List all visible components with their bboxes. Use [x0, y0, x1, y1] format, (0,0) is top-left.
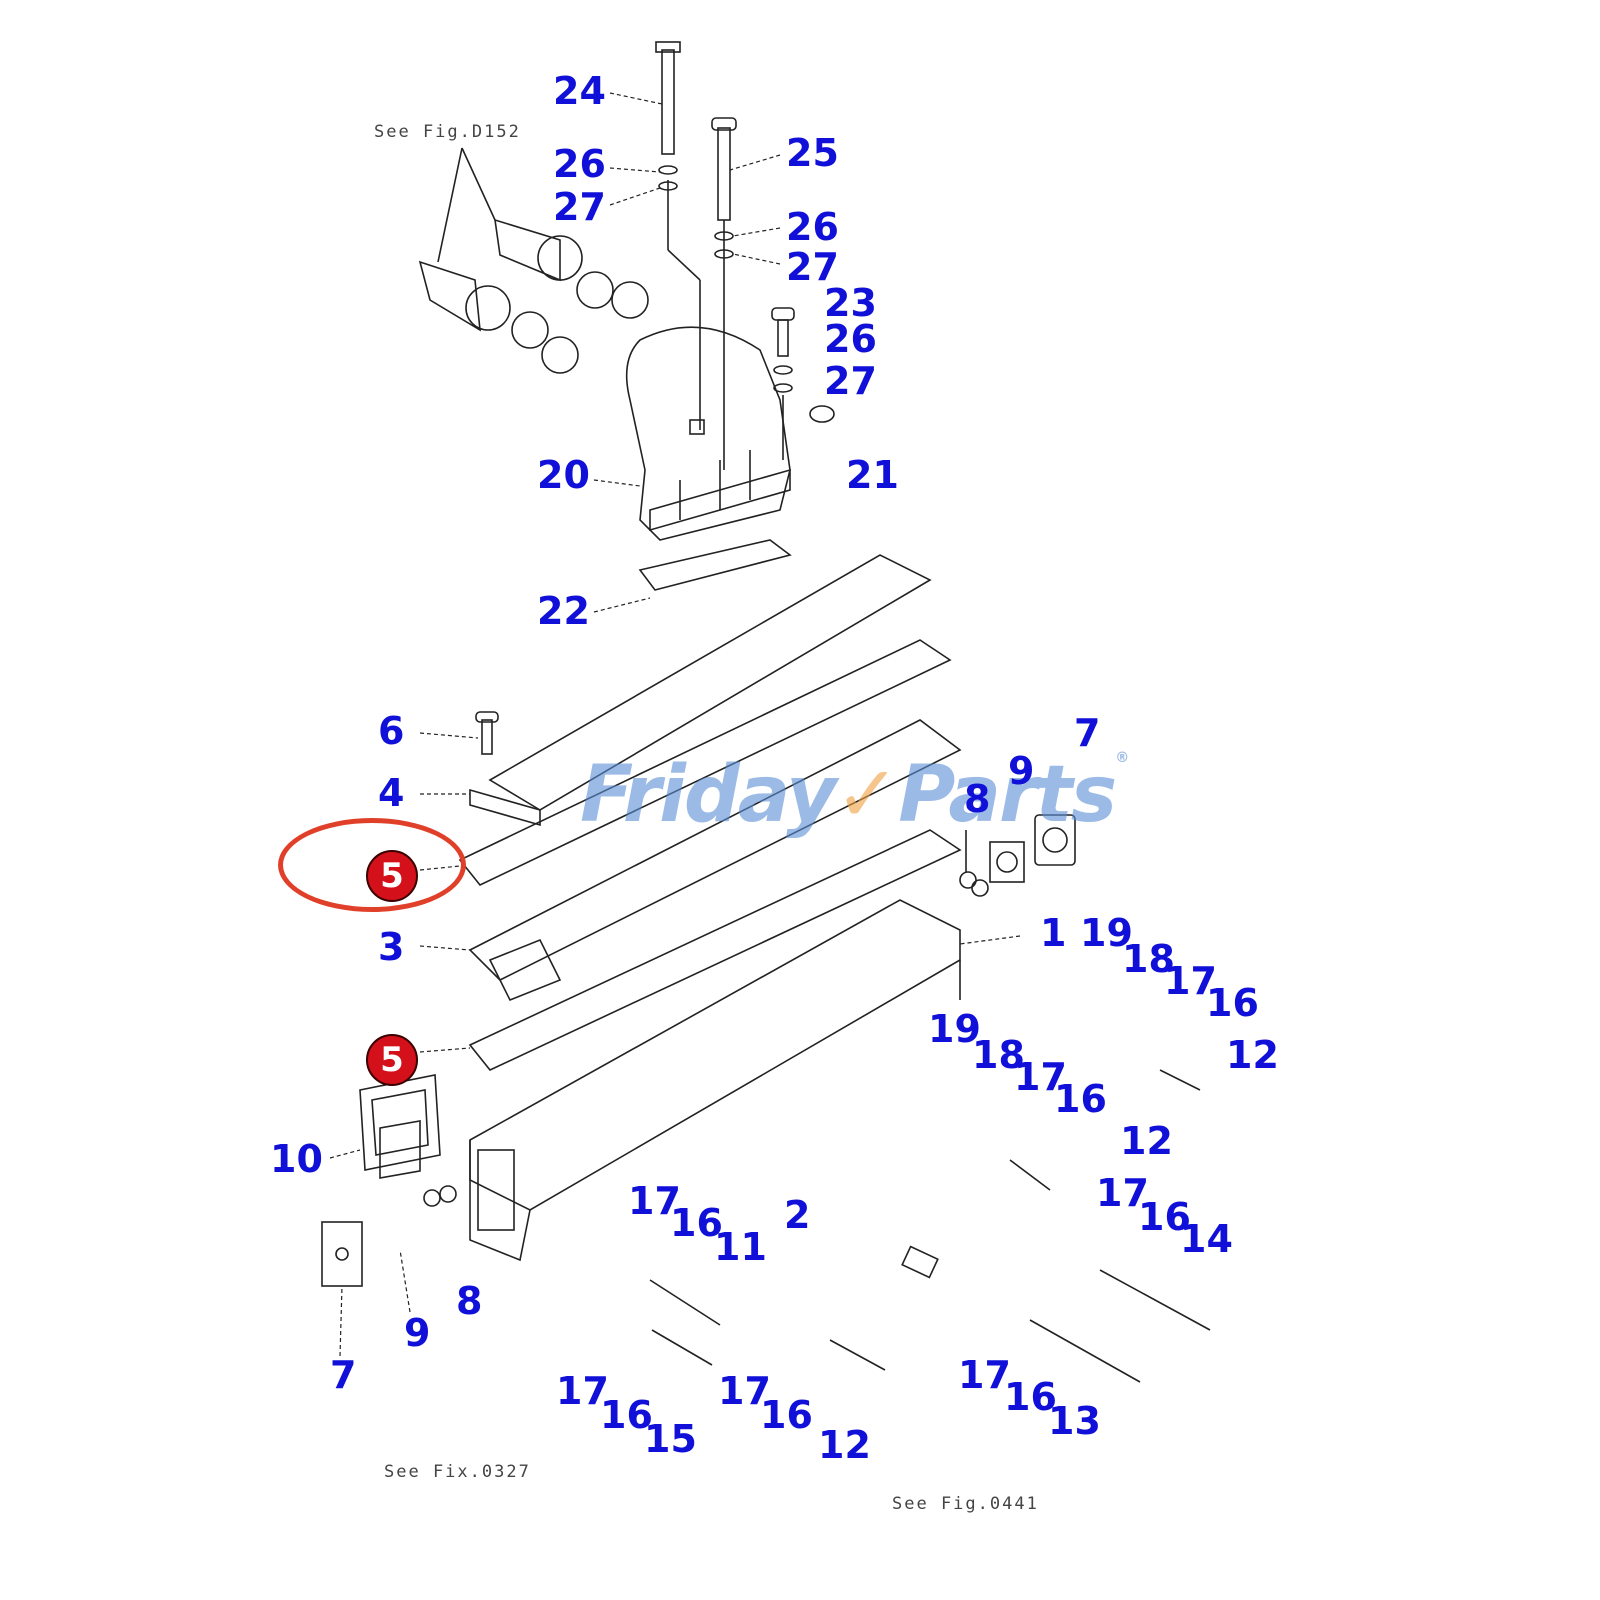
part-callout-19: 19: [928, 1007, 981, 1051]
part-callout-18: 18: [972, 1033, 1025, 1077]
part-callout-8: 8: [964, 777, 991, 821]
part-callout-22: 22: [537, 589, 590, 633]
part-callout-7: 7: [1074, 711, 1101, 755]
part-callout-12: 12: [1226, 1033, 1279, 1077]
part-callout-16: 16: [670, 1201, 723, 1245]
part-callout-16: 16: [1206, 981, 1259, 1025]
part-callout-6: 6: [378, 709, 405, 753]
part-callout-2: 2: [784, 1193, 811, 1237]
part-callout-26: 26: [824, 317, 877, 361]
bolt-24-icon: [655, 41, 681, 155]
part-callout-17: 17: [1164, 959, 1217, 1003]
watermark-left: Friday: [580, 750, 837, 840]
part-callout-17: 17: [1096, 1171, 1149, 1215]
part-callout-11: 11: [714, 1225, 767, 1269]
part-callout-27: 27: [824, 359, 877, 403]
part-callout-17: 17: [1014, 1055, 1067, 1099]
part-callout-8: 8: [456, 1279, 483, 1323]
highlighted-part-badge-5: 5: [366, 850, 418, 902]
part-callout-7: 7: [330, 1353, 357, 1397]
part-callout-12: 12: [1120, 1119, 1173, 1163]
part-callout-10: 10: [270, 1137, 323, 1181]
registered-icon: ®: [1115, 750, 1129, 766]
part-callout-16: 16: [1054, 1077, 1107, 1121]
part-callout-19: 19: [1080, 911, 1133, 955]
part-callout-3: 3: [378, 925, 405, 969]
part-callout-17: 17: [958, 1353, 1011, 1397]
part-callout-4: 4: [378, 771, 405, 815]
part-callout-15: 15: [644, 1417, 697, 1461]
part-callout-16: 16: [760, 1393, 813, 1437]
part-callout-14: 14: [1180, 1217, 1233, 1261]
part-callout-13: 13: [1048, 1399, 1101, 1443]
reference-note-bottom-right: See Fig.0441: [892, 1494, 1039, 1514]
part-callout-26: 26: [786, 205, 839, 249]
part-callout-18: 18: [1122, 937, 1175, 981]
part-callout-25: 25: [786, 131, 839, 175]
reference-note-top: See Fig.D152: [374, 122, 521, 142]
part-callout-23: 23: [824, 281, 877, 325]
part-callout-21: 21: [846, 453, 899, 497]
highlight-ring: [278, 818, 466, 912]
part-callout-17: 17: [718, 1369, 771, 1413]
part-callout-27: 27: [786, 245, 839, 289]
part-callout-16: 16: [600, 1393, 653, 1437]
part-callout-16: 16: [1138, 1195, 1191, 1239]
reference-note-bottom-left: See Fix.0327: [384, 1462, 531, 1482]
part-callout-24: 24: [553, 69, 606, 113]
part-callout-9: 9: [404, 1311, 431, 1355]
bolt-25-icon: [711, 117, 737, 470]
part-callout-16: 16: [1004, 1375, 1057, 1419]
part-callout-9: 9: [1008, 749, 1035, 793]
part-callout-17: 17: [556, 1369, 609, 1413]
part-callout-20: 20: [537, 453, 590, 497]
highlighted-part-badge-5: 5: [366, 1034, 418, 1086]
watermark-logo: Friday✓Parts®: [580, 750, 1129, 840]
check-icon: ✓: [834, 750, 900, 840]
part-callout-26: 26: [553, 142, 606, 186]
part-callout-1: 1: [1040, 911, 1067, 955]
part-callout-27: 27: [553, 185, 606, 229]
part-callout-12: 12: [818, 1423, 871, 1467]
watermark-right: Parts: [898, 750, 1117, 840]
part-callout-17: 17: [628, 1179, 681, 1223]
